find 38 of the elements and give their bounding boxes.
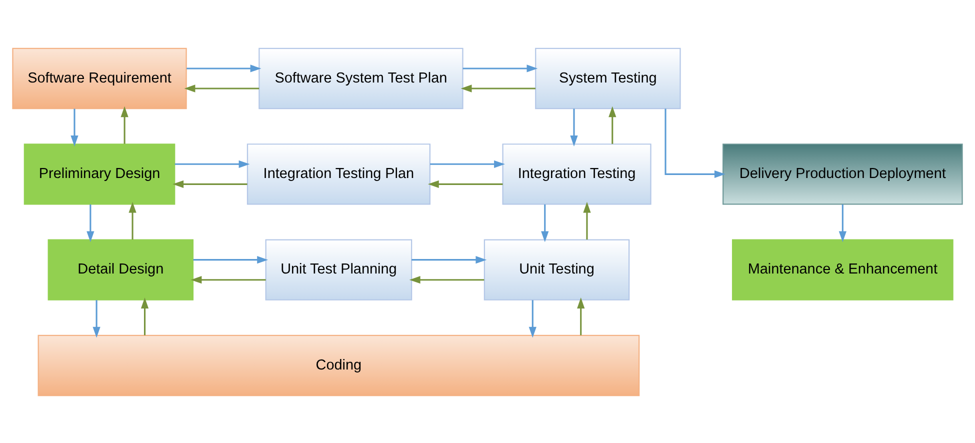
arrow [70, 108, 78, 146]
arrow [430, 160, 505, 168]
arrow [528, 300, 536, 338]
arrow [86, 204, 94, 242]
node-box: Delivery Production Deployment [722, 143, 963, 204]
node-box: Integration Testing [502, 143, 652, 204]
arrow [120, 106, 128, 144]
node-box: Maintenance & Enhancement [732, 238, 954, 300]
node-box: Coding [38, 334, 640, 396]
arrow [608, 106, 616, 144]
arrow [583, 201, 591, 240]
arrow [664, 108, 726, 178]
node-box: Integration Testing Plan [246, 143, 430, 204]
arrow [412, 256, 487, 264]
node-box: Detail Design [48, 238, 194, 300]
arrow [838, 204, 846, 242]
arrow [140, 297, 149, 335]
arrow [193, 256, 268, 264]
node-box: Unit Testing [484, 238, 630, 300]
arrow [190, 276, 266, 284]
arrow [570, 108, 578, 146]
arrow [186, 64, 262, 72]
arrow [184, 84, 260, 92]
arrow [409, 276, 484, 284]
arrow [460, 84, 536, 92]
node-box: Preliminary Design [24, 143, 176, 204]
node-box: Unit Test Planning [265, 238, 412, 300]
arrow [577, 297, 585, 335]
arrow [128, 201, 136, 240]
arrow [462, 64, 538, 72]
arrow [428, 180, 503, 188]
arrow [92, 300, 100, 338]
arrow [541, 204, 549, 242]
node-box: Software System Test Plan [258, 47, 464, 109]
arrow [172, 180, 248, 188]
node-box: Software Requirement [12, 47, 187, 109]
node-box: System Testing [535, 47, 681, 109]
arrow [174, 160, 250, 168]
